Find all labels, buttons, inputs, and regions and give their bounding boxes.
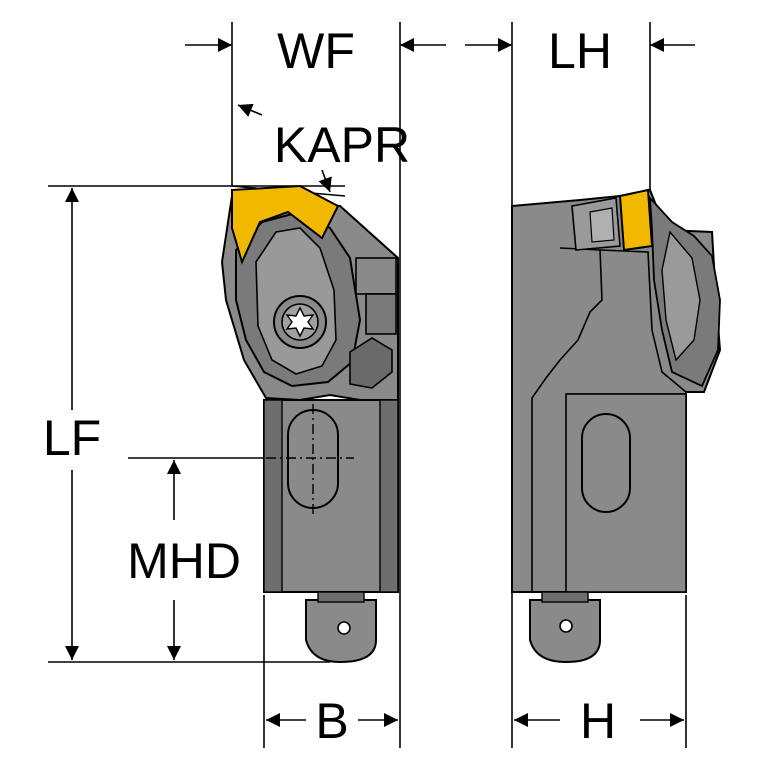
label-wf: WF bbox=[277, 23, 355, 79]
left-insert bbox=[231, 184, 340, 265]
left-tool-view bbox=[220, 184, 399, 664]
label-lf: LF bbox=[43, 410, 101, 466]
label-mhd: MHD bbox=[127, 533, 241, 589]
right-insert bbox=[618, 188, 654, 252]
label-b: B bbox=[315, 693, 348, 749]
right-tool-view bbox=[511, 188, 722, 664]
label-lh: LH bbox=[548, 23, 612, 79]
dimension-arrows bbox=[65, 38, 695, 727]
right-slot bbox=[581, 413, 631, 513]
label-h: H bbox=[580, 693, 616, 749]
label-kapr: KAPR bbox=[274, 117, 410, 173]
